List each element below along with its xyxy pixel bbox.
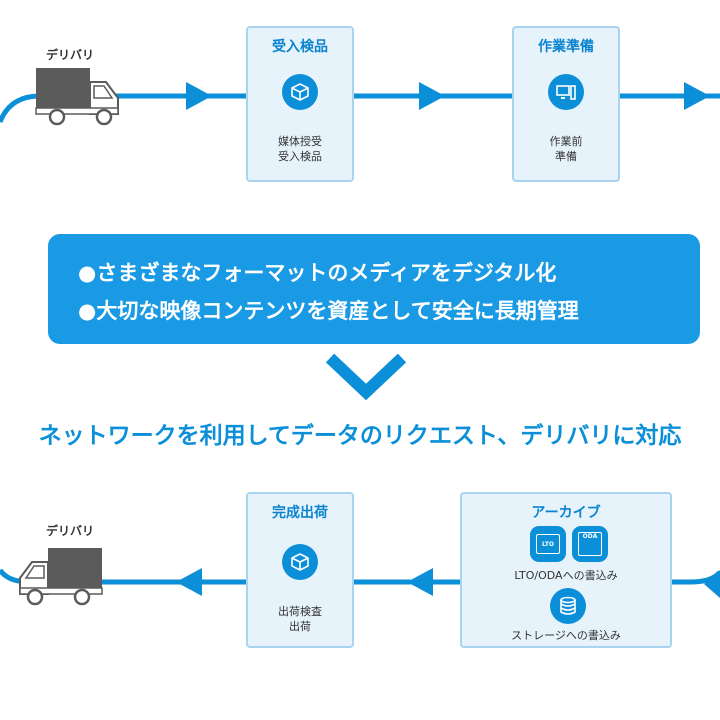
box-icon bbox=[282, 74, 318, 110]
step-card-preparation: 作業準備 作業前 準備 bbox=[512, 26, 620, 182]
archive-label-1: LTO/ODAへの書込み bbox=[514, 569, 618, 582]
computer-icon bbox=[548, 74, 584, 110]
archive-label-2: ストレージへの書込み bbox=[511, 629, 621, 642]
banner-line: ●大切な映像コンテンツを資産として安全に長期管理 bbox=[78, 299, 579, 323]
step-line: 出荷 bbox=[289, 620, 311, 633]
truck-label-bottom: デリバリ bbox=[46, 524, 95, 538]
oda-icon: ODA bbox=[572, 526, 608, 562]
step-card-inspection: 受入検品 媒体授受 受入検品 bbox=[246, 26, 354, 182]
step-title: 作業準備 bbox=[538, 39, 594, 55]
step-line: 準備 bbox=[555, 150, 577, 163]
summary-banner: ●さまざまなフォーマットのメディアをデジタル化 ●大切な映像コンテンツを資産とし… bbox=[48, 234, 700, 344]
step-title: アーカイブ bbox=[531, 505, 601, 521]
truck-label-top: デリバリ bbox=[46, 48, 95, 62]
headline: ネットワークを利用してデータのリクエスト、デリバリに対応 bbox=[38, 423, 682, 449]
step-lines: 媒体授受 受入検品 bbox=[248, 134, 352, 164]
step-lines: 作業前 準備 bbox=[514, 134, 618, 164]
step-line: 受入検品 bbox=[278, 150, 322, 163]
lto-icon: LTO bbox=[530, 526, 566, 562]
top-flow-arrow-3 bbox=[684, 82, 710, 110]
database-icon bbox=[550, 588, 586, 624]
step-line: 作業前 bbox=[549, 135, 583, 148]
truck-icon-bottom bbox=[19, 548, 103, 606]
step-line: 媒体授受 bbox=[278, 135, 322, 148]
truck-icon-top bbox=[35, 68, 119, 126]
bottom-flow-arrow-1 bbox=[176, 568, 202, 596]
step-title: 受入検品 bbox=[272, 39, 328, 55]
step-title: 完成出荷 bbox=[272, 505, 328, 521]
box-icon bbox=[282, 544, 318, 580]
top-flow-arrow-2 bbox=[419, 82, 445, 110]
oda-icon-label: ODA bbox=[578, 532, 602, 556]
step-lines: 出荷検査 出荷 bbox=[248, 604, 352, 634]
bottom-flow-arrow-3 bbox=[704, 570, 720, 598]
chevron-down-icon bbox=[325, 353, 407, 401]
lto-icon-label: LTO bbox=[536, 534, 560, 554]
step-card-shipping: 完成出荷 出荷検査 出荷 bbox=[246, 492, 354, 648]
bottom-flow-arrow-2 bbox=[407, 568, 433, 596]
banner-line: ●さまざまなフォーマットのメディアをデジタル化 bbox=[78, 261, 557, 285]
step-card-archive: アーカイブ LTO ODA LTO/ODAへの書込み ストレージへの書込み bbox=[460, 492, 672, 648]
step-line: 出荷検査 bbox=[278, 605, 322, 618]
top-flow-arrow-1 bbox=[186, 82, 212, 110]
